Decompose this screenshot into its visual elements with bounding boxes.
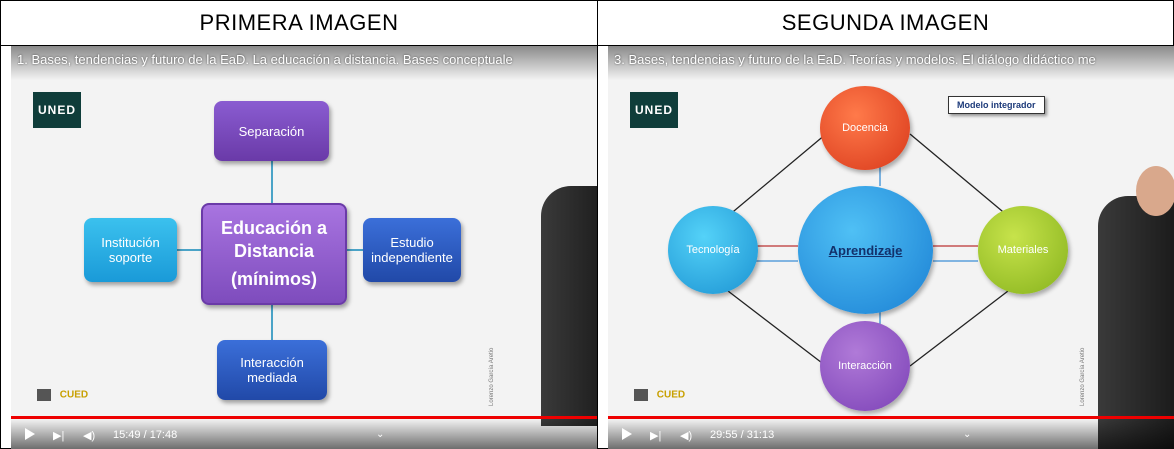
interaccion-label-1: Interacción [240, 355, 304, 370]
time-display: 15:49 / 17:48 [113, 429, 178, 441]
tecnologia-label: Tecnología [686, 244, 740, 256]
circle-aprendizaje: Aprendizaje [798, 186, 933, 314]
player-controls: ▶| ◀) 15:49 / 17:48 ⌄ [11, 419, 597, 449]
author-credit: Lorenzo García Aretio [1080, 347, 1086, 406]
center-label-2: Distancia [233, 240, 315, 261]
volume-icon[interactable]: ◀) [83, 430, 96, 442]
play-icon[interactable] [25, 428, 35, 440]
circle-interaccion: Interacción [820, 321, 910, 411]
right-column-title: SEGUNDA IMAGEN [598, 1, 1173, 46]
circle-tecnologia: Tecnología [668, 206, 758, 294]
time-display: 29:55 / 31:13 [710, 429, 775, 441]
estudio-label-2: independiente [371, 250, 453, 265]
volume-icon[interactable]: ◀) [680, 430, 693, 442]
circle-materiales: Materiales [978, 206, 1068, 294]
uned-logo: UNED [33, 92, 81, 128]
institucion-label-2: soporte [108, 250, 153, 265]
institucion-label-1: Institución [101, 235, 160, 250]
left-column: PRIMERA IMAGEN 1. Bases, tendencias y fu… [0, 0, 598, 449]
arrow-docencia-tecnologia [727, 133, 827, 217]
video-player-1[interactable]: 1. Bases, tendencias y futuro de la EaD.… [11, 46, 597, 449]
play-icon[interactable] [622, 428, 632, 440]
estudio-label-1: Estudio [390, 235, 434, 250]
left-column-title: PRIMERA IMAGEN [1, 1, 597, 46]
author-credit: Lorenzo García Aretio [489, 347, 495, 406]
center-label-3: (mínimos) [230, 269, 317, 290]
docencia-label: Docencia [842, 122, 888, 134]
footer-logos: CUED [37, 389, 88, 401]
diagram-arrows [727, 133, 1009, 367]
unesco-icon [634, 389, 648, 401]
circle-docencia: Docencia [820, 86, 910, 170]
aprendizaje-label: Aprendizaje [828, 242, 903, 258]
footer-logos: CUED [634, 389, 685, 401]
unesco-icon [37, 389, 51, 401]
video-title[interactable]: 1. Bases, tendencias y futuro de la EaD.… [17, 52, 513, 67]
model-label: Modelo integrador [948, 96, 1045, 114]
player-controls: ▶| ◀) 29:55 / 31:13 ⌄ [608, 419, 1174, 449]
progress-bar[interactable] [11, 416, 597, 419]
cued-logo: CUED [59, 389, 89, 401]
arrow-materiales-interaccion [909, 290, 1009, 367]
box-institucion-soporte: Institución soporte [84, 218, 177, 282]
interaccion-label: Interacción [838, 360, 892, 372]
presenter-figure [1098, 196, 1174, 449]
box-interaccion-mediada: Interacción mediada [217, 340, 327, 400]
materiales-label: Materiales [997, 244, 1049, 256]
center-label-1: Educación a [220, 218, 328, 239]
interaccion-label-2: mediada [247, 370, 297, 385]
chevron-down-icon[interactable]: ⌄ [963, 429, 972, 440]
title-shade [608, 46, 1174, 80]
video-title[interactable]: 3. Bases, tendencias y futuro de la EaD.… [614, 52, 1096, 67]
title-shade [11, 46, 597, 80]
next-icon[interactable]: ▶| [650, 430, 662, 442]
box-educacion-distancia: Educación a Distancia (mínimos) [201, 203, 347, 305]
right-column: SEGUNDA IMAGEN 3. Bases, tendencias y fu… [597, 0, 1174, 449]
arrow-docencia-materiales [909, 133, 1009, 217]
arrow-tecnologia-interaccion [727, 290, 827, 367]
box-estudio-independiente: Estudio independiente [363, 218, 461, 282]
box-separacion: Separación [214, 101, 329, 161]
uned-logo: UNED [630, 92, 678, 128]
cued-logo: CUED [656, 389, 686, 401]
separacion-label: Separación [238, 123, 305, 139]
next-icon[interactable]: ▶| [53, 430, 65, 442]
chevron-down-icon[interactable]: ⌄ [376, 429, 385, 440]
presenter-head [1136, 166, 1174, 216]
progress-bar[interactable] [608, 416, 1174, 419]
video-player-2[interactable]: 3. Bases, tendencias y futuro de la EaD.… [608, 46, 1174, 449]
presenter-figure [541, 186, 597, 426]
